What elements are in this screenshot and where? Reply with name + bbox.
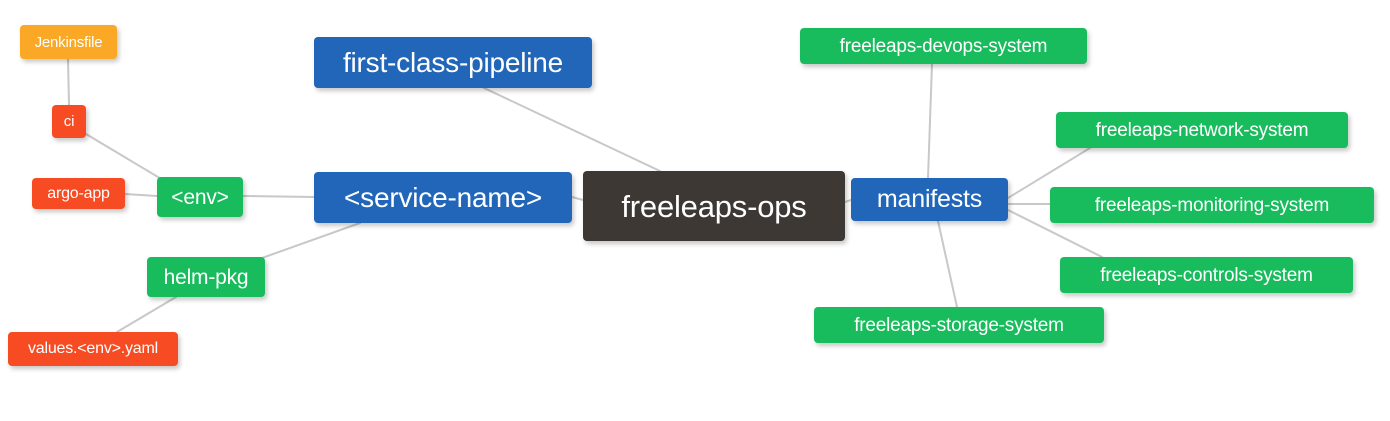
edge-manifests-to-storage-system <box>937 220 958 308</box>
node-values-yaml[interactable]: values.<env>.yaml <box>8 332 178 366</box>
edge-helm-pkg-to-values-yaml <box>116 296 177 333</box>
node-jenkinsfile[interactable]: Jenkinsfile <box>20 25 117 59</box>
edge-env-to-service-name <box>242 195 315 198</box>
node-argo-app[interactable]: argo-app <box>32 178 125 209</box>
node-manifests[interactable]: manifests <box>851 178 1008 221</box>
node-service-name[interactable]: <service-name> <box>314 172 572 223</box>
edge-service-name-to-helm-pkg <box>261 222 361 259</box>
node-env[interactable]: <env> <box>157 177 243 217</box>
edge-jenkinsfile-to-ci <box>67 58 70 106</box>
node-ci[interactable]: ci <box>52 105 86 138</box>
node-network-system[interactable]: freeleaps-network-system <box>1056 112 1348 148</box>
edge-ci-to-env <box>85 133 164 181</box>
node-first-class-pipeline[interactable]: first-class-pipeline <box>314 37 592 88</box>
node-helm-pkg[interactable]: helm-pkg <box>147 257 265 297</box>
edge-first-class-pipeline-to-freeleaps-ops <box>483 87 661 172</box>
edge-manifests-to-devops-system <box>927 63 933 179</box>
node-devops-system[interactable]: freeleaps-devops-system <box>800 28 1087 64</box>
node-monitoring-system[interactable]: freeleaps-monitoring-system <box>1050 187 1374 223</box>
node-storage-system[interactable]: freeleaps-storage-system <box>814 307 1104 343</box>
node-freeleaps-ops[interactable]: freeleaps-ops <box>583 171 845 241</box>
edge-argo-app-to-env <box>124 193 158 197</box>
node-controls-system[interactable]: freeleaps-controls-system <box>1060 257 1353 293</box>
edge-service-name-to-freeleaps-ops <box>571 196 584 201</box>
